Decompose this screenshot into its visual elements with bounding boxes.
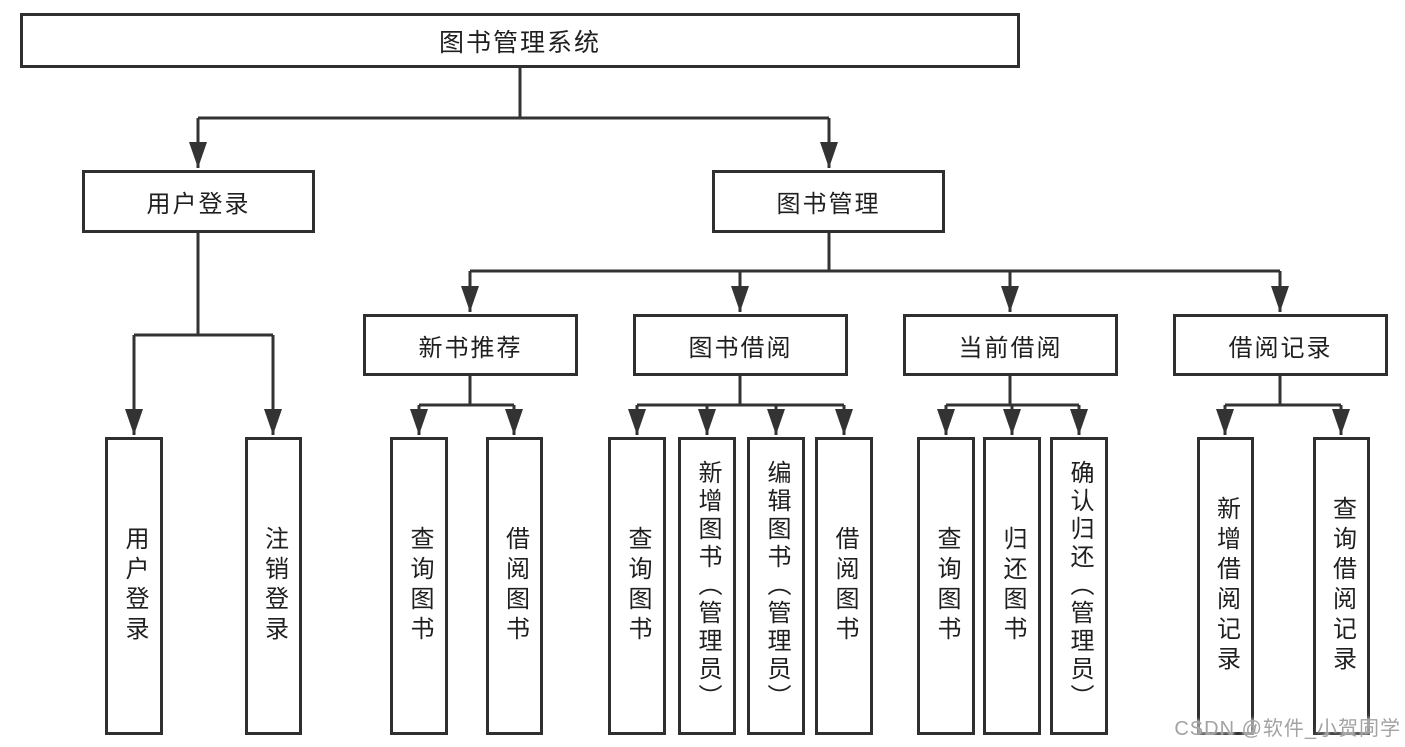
leaf-label: 用户登录 [121, 526, 148, 646]
leaf-label: 归还图书 [999, 526, 1026, 646]
node-book-borrow: 图书借阅 [633, 314, 848, 376]
leaf-label: 新增图书（管理员） [694, 460, 721, 712]
node-book-management: 图书管理 [712, 170, 945, 233]
node-new-book-recommend: 新书推荐 [363, 314, 578, 376]
leaf-label: 编辑图书（管理员） [763, 460, 790, 712]
leaf-confirm-return-admin: 确认归还（管理员） [1050, 437, 1108, 735]
leaf-label: 注销登录 [260, 526, 288, 646]
leaf-logout: 注销登录 [245, 437, 302, 735]
leaf-borrow-books-recommend: 借阅图书 [486, 437, 543, 735]
leaf-label: 新增借阅记录 [1212, 496, 1240, 676]
leaf-label: 查询图书 [406, 526, 433, 646]
leaf-label: 确认归还（管理员） [1066, 460, 1093, 712]
leaf-query-books-recommend: 查询图书 [390, 437, 448, 735]
leaf-label: 查询图书 [933, 526, 960, 646]
csdn-watermark: CSDN @软件_小贺同学 [1174, 718, 1401, 740]
leaf-add-books-admin: 新增图书（管理员） [678, 437, 736, 735]
node-current-borrow: 当前借阅 [903, 314, 1118, 376]
leaf-query-books-current: 查询图书 [917, 437, 975, 735]
leaf-label: 查询借阅记录 [1328, 496, 1356, 676]
leaf-borrow-books: 借阅图书 [815, 437, 873, 735]
node-root-library-system: 图书管理系统 [20, 13, 1020, 68]
node-borrow-record: 借阅记录 [1173, 314, 1388, 376]
leaf-edit-books-admin: 编辑图书（管理员） [747, 437, 805, 735]
leaf-label: 查询图书 [624, 526, 651, 646]
leaf-query-books: 查询图书 [608, 437, 666, 735]
leaf-label: 借阅图书 [831, 526, 858, 646]
leaf-user-login: 用户登录 [105, 437, 163, 735]
leaf-add-borrow-record: 新增借阅记录 [1197, 437, 1254, 735]
leaf-query-borrow-record: 查询借阅记录 [1313, 437, 1370, 735]
node-user-login: 用户登录 [82, 170, 315, 233]
leaf-label: 借阅图书 [501, 526, 529, 646]
leaf-return-books: 归还图书 [983, 437, 1041, 735]
